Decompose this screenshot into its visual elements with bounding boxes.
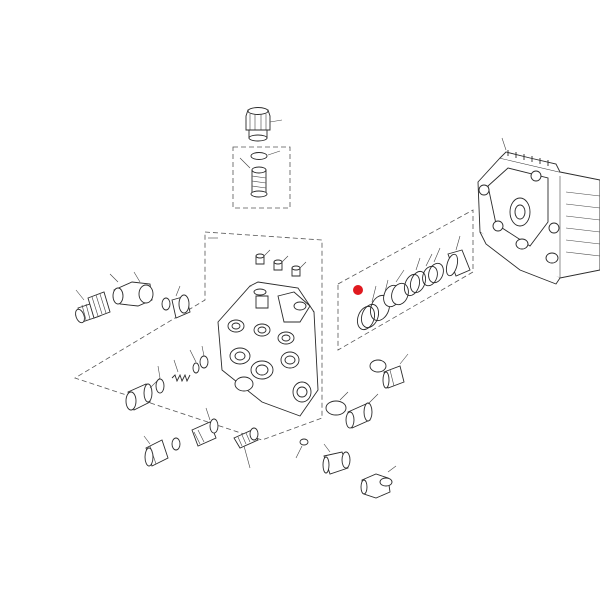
elbow-fitting <box>109 271 154 307</box>
seal-ring-1 <box>356 303 380 331</box>
top-valve-oring <box>250 150 281 160</box>
spring-left <box>171 359 191 383</box>
oring-bottom-left <box>171 437 181 451</box>
plug-left <box>125 377 161 411</box>
oring-right-mid <box>325 391 349 416</box>
threaded-bolt <box>233 427 259 469</box>
cap-bottom-left <box>143 435 169 467</box>
hex-adapter-left <box>161 285 191 319</box>
inlet-fitting <box>75 289 111 324</box>
kit-leader-lines <box>371 253 433 303</box>
top-valve-cap <box>245 107 283 142</box>
washer-right-upper <box>369 359 387 373</box>
elbow-bottom-right <box>360 465 397 499</box>
highlight-marker <box>353 285 363 295</box>
straight-fitting <box>322 443 351 475</box>
valve-insert <box>191 407 219 447</box>
small-bolts <box>255 249 307 277</box>
manifold-body <box>208 237 319 417</box>
plug-right-mid <box>345 393 379 429</box>
pump-crankcase <box>477 137 600 285</box>
plug-right-upper <box>382 353 409 389</box>
dashed-group-frames <box>74 146 474 441</box>
top-valve-spring-cage <box>239 157 268 198</box>
oring-left <box>155 365 165 394</box>
seal-retainer <box>383 269 409 308</box>
washer-left <box>189 345 209 374</box>
seal-ring-4 <box>422 247 444 287</box>
seal-sleeve <box>445 235 471 277</box>
small-washer-bottom <box>295 438 309 459</box>
